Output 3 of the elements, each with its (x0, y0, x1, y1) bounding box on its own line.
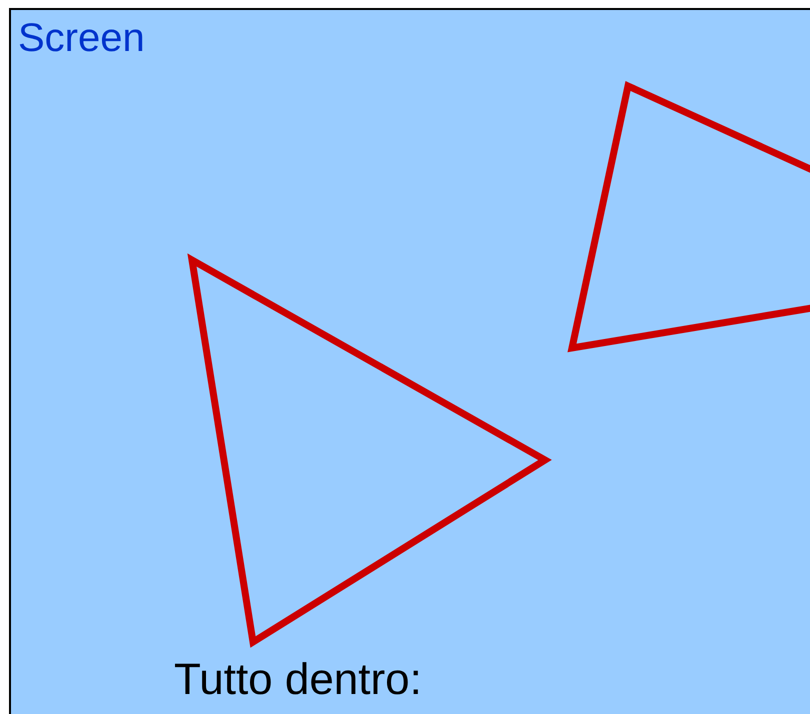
screen-panel (9, 8, 810, 714)
screen-title: Screen (18, 16, 145, 60)
caption-text: Tutto dentro: (174, 656, 422, 704)
